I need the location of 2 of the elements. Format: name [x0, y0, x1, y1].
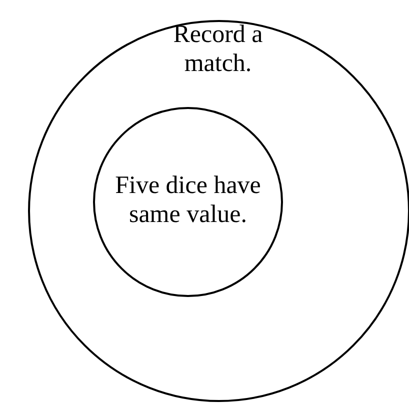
set-label: Five dice have same value.: [114, 171, 262, 229]
set-label: Record a match.: [172, 20, 264, 78]
